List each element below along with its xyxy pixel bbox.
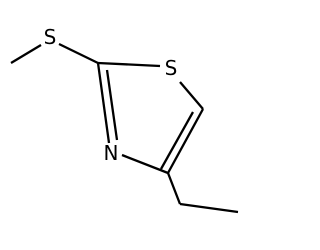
thioether-s-label: S: [44, 25, 57, 49]
bond-c5-c4-inner: [159, 111, 195, 170]
bond-s-c2: [58, 42, 99, 65]
bond-n-c2: [96, 62, 111, 144]
bond-c4-ch2: [166, 172, 182, 205]
ring-n-label: N: [104, 141, 119, 165]
bond-n-c2-inner: [105, 69, 119, 141]
molecule-diagram: S S N: [10, 25, 239, 214]
bond-c4-n: [121, 153, 169, 175]
bond-c5-c4: [166, 108, 205, 174]
ring-s-label: S: [165, 56, 178, 80]
structure-canvas: S S N: [10, 25, 239, 214]
bond-methyl-s: [10, 44, 42, 64]
bond-ring-s-c5: [179, 81, 204, 110]
bond-c2-ring-s: [97, 61, 161, 68]
bond-ch2-ch3: [179, 202, 239, 214]
